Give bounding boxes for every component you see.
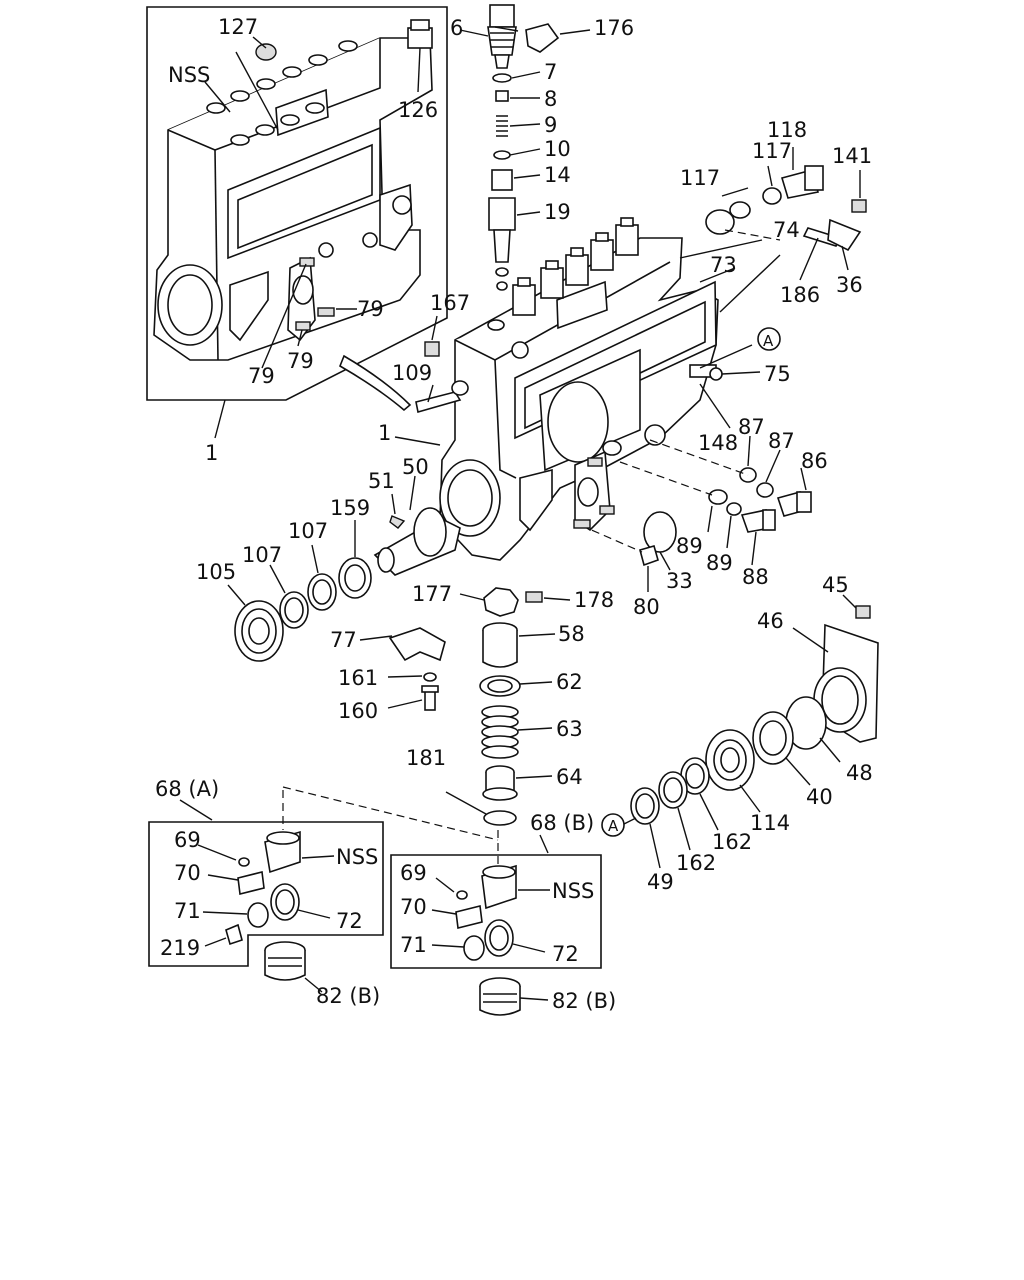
label-10: 10 [544, 137, 571, 161]
label-118: 118 [767, 118, 807, 142]
label-161: 161 [338, 666, 378, 690]
housing-inset [146, 6, 448, 439]
label-89-b: 89 [706, 551, 733, 575]
main-pump-housing [373, 217, 719, 576]
upper-right-parts [679, 147, 867, 313]
label-176: 176 [594, 16, 634, 40]
label-58: 58 [558, 622, 585, 646]
label-62: 62 [556, 670, 583, 694]
right-lower-parts [601, 594, 879, 869]
label-109: 109 [392, 361, 432, 385]
label-8: 8 [544, 87, 557, 111]
label-126: 126 [398, 98, 438, 122]
label-70-a: 70 [174, 861, 201, 885]
label-82b-b: 82 (B) [552, 989, 616, 1013]
label-105: 105 [196, 560, 236, 584]
label-186: 186 [780, 283, 820, 307]
label-36: 36 [836, 273, 863, 297]
label-7: 7 [544, 60, 557, 84]
label-9: 9 [544, 113, 557, 137]
label-148: 148 [698, 431, 738, 455]
delivery-valve-stack [459, 4, 591, 291]
label-80: 80 [633, 595, 660, 619]
part-labels: 1 1 NSS 127 126 79 79 79 6 176 7 8 9 10 … [155, 15, 873, 1013]
label-162-b: 162 [676, 851, 716, 875]
label-48: 48 [846, 761, 873, 785]
label-88: 88 [742, 565, 769, 589]
label-72-a: 72 [336, 909, 363, 933]
right-mid-parts [573, 327, 812, 592]
label-63: 63 [556, 717, 583, 741]
label-181: 181 [406, 746, 446, 770]
label-117-lower: 117 [680, 166, 720, 190]
label-114: 114 [750, 811, 790, 835]
label-89-a: 89 [676, 534, 703, 558]
label-79-a: 79 [357, 297, 384, 321]
label-107-a: 107 [288, 519, 328, 543]
label-51: 51 [368, 469, 395, 493]
label-79-b: 79 [287, 349, 314, 373]
label-167: 167 [430, 291, 470, 315]
label-46: 46 [757, 609, 784, 633]
label-159: 159 [330, 496, 370, 520]
label-178: 178 [574, 588, 614, 612]
label-68a: 68 (A) [155, 777, 219, 801]
label-219: 219 [160, 936, 200, 960]
label-82b-a: 82 (B) [316, 984, 380, 1008]
label-79-c: 79 [248, 364, 275, 388]
label-77: 77 [330, 628, 357, 652]
detail-box-68b [390, 834, 602, 1016]
label-160: 160 [338, 699, 378, 723]
label-177: 177 [412, 582, 452, 606]
tappet-stack [359, 587, 571, 826]
label-87-b: 87 [768, 429, 795, 453]
label-69-b: 69 [400, 861, 427, 885]
label-70-b: 70 [400, 895, 427, 919]
label-86: 86 [801, 449, 828, 473]
label-68b: 68 (B) [530, 811, 594, 835]
label-73: 73 [710, 253, 737, 277]
label-71-a: 71 [174, 899, 201, 923]
detail-box-68a [148, 799, 384, 993]
label-45: 45 [822, 573, 849, 597]
label-71-b: 71 [400, 933, 427, 957]
label-40: 40 [806, 785, 833, 809]
label-nss-b: NSS [552, 879, 594, 903]
label-141: 141 [832, 144, 872, 168]
label-1-inset: 1 [205, 441, 218, 465]
label-1-main: 1 [378, 421, 391, 445]
label-87-a: 87 [738, 415, 765, 439]
label-74: 74 [773, 218, 800, 242]
label-49: 49 [647, 870, 674, 894]
label-19: 19 [544, 200, 571, 224]
label-117-upper: 117 [752, 139, 792, 163]
label-50: 50 [402, 455, 429, 479]
label-a-circle-upper: A [763, 332, 774, 350]
left-side-parts [227, 315, 469, 662]
label-107-b: 107 [242, 543, 282, 567]
label-162-a: 162 [712, 830, 752, 854]
label-72-b: 72 [552, 942, 579, 966]
label-64: 64 [556, 765, 583, 789]
label-6: 6 [450, 16, 463, 40]
label-14: 14 [544, 163, 571, 187]
label-nss-inset: NSS [168, 63, 210, 87]
label-75: 75 [764, 362, 791, 386]
label-69-a: 69 [174, 828, 201, 852]
label-127: 127 [218, 15, 258, 39]
label-a-circle-lower: A [608, 817, 619, 835]
label-nss-a: NSS [336, 845, 378, 869]
label-33: 33 [666, 569, 693, 593]
